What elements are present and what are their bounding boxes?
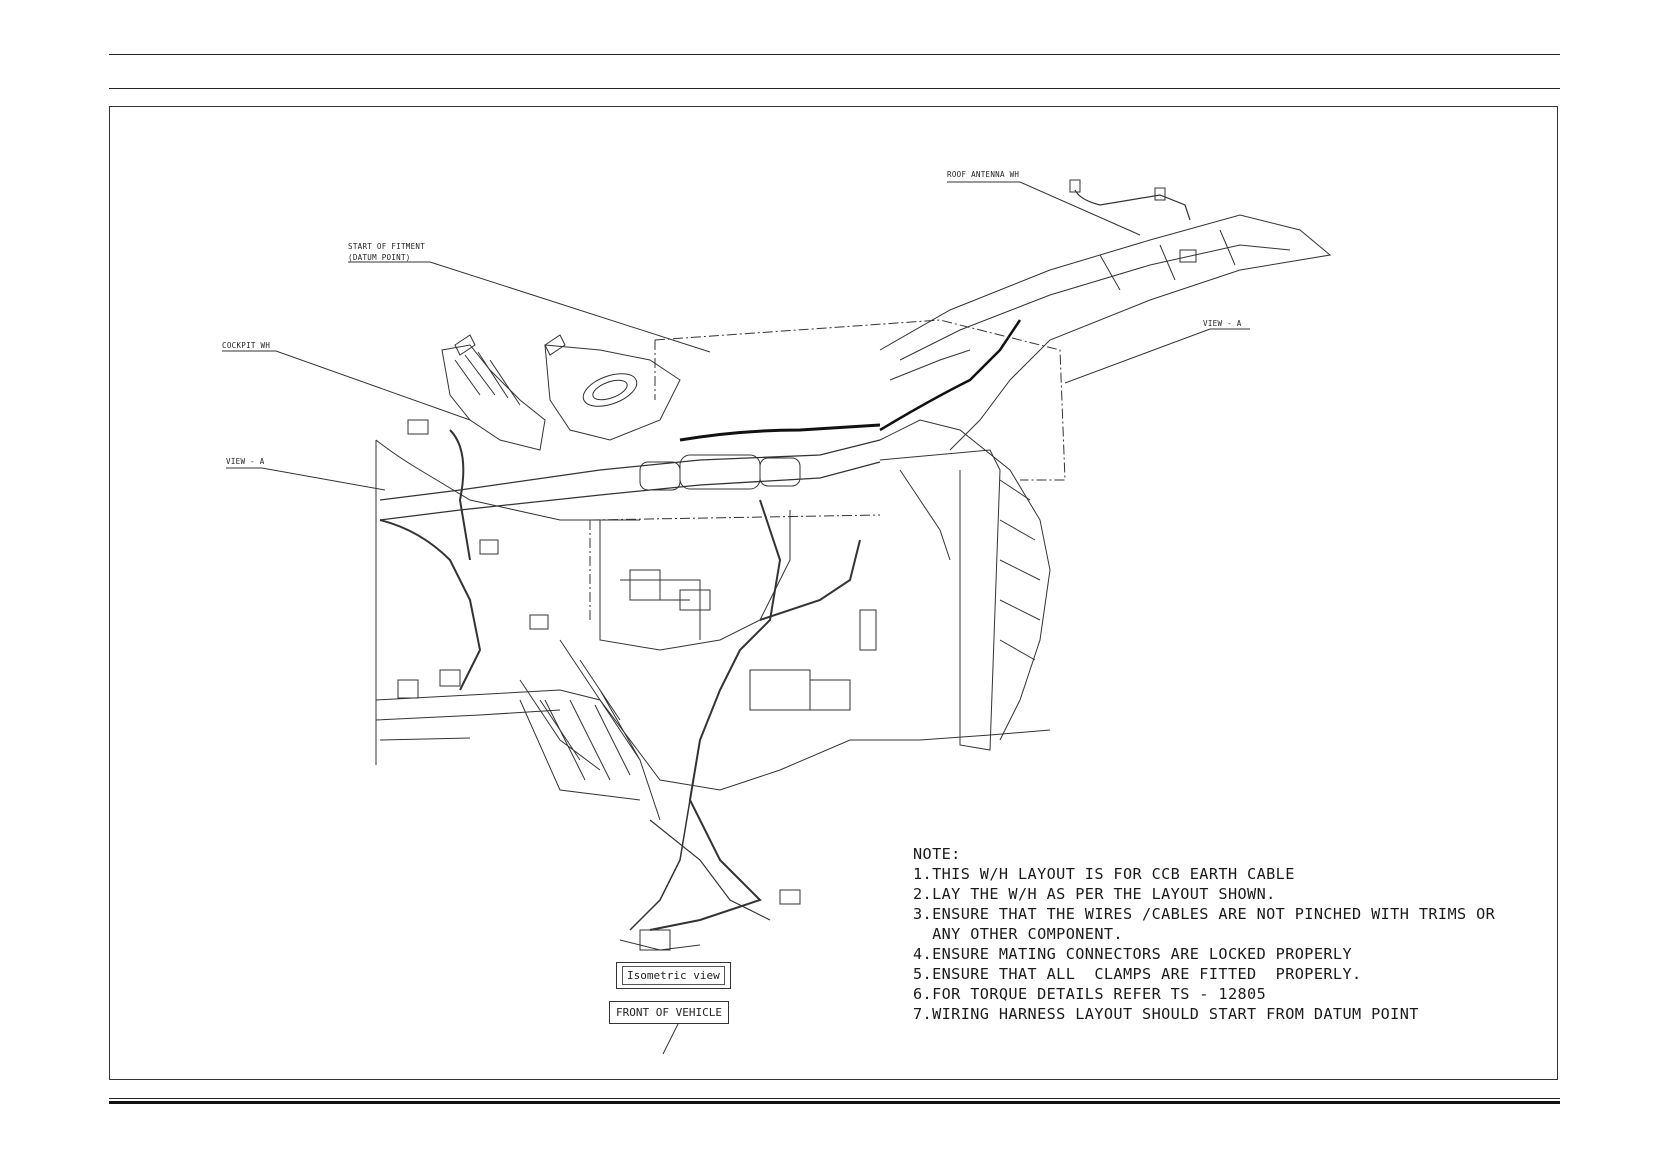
footer-rule-thin (109, 1098, 1560, 1099)
roof-trim (879, 214, 1332, 451)
note-item: 2.LAY THE W/H AS PER THE LAYOUT SHOWN. (913, 885, 1276, 903)
notes-heading: NOTE: (913, 845, 961, 863)
callout-start-fitment-line1: START OF FITMENT (348, 242, 426, 251)
dashboard-lower-edge (375, 689, 1051, 791)
cross-car-beam (379, 439, 881, 501)
header-rule-top (109, 54, 1560, 55)
callout-view-a-right: VIEW - A (1203, 319, 1242, 328)
leader-view-a-left (226, 467, 386, 491)
callout-cockpit: COCKPIT WH (222, 341, 271, 350)
leader-cockpit (222, 350, 471, 421)
note-item: 4.ENSURE MATING CONNECTORS ARE LOCKED PR… (913, 945, 1353, 963)
note-item: 1.THIS W/H LAYOUT IS FOR CCB EARTH CABLE (913, 865, 1295, 883)
harness-main (379, 519, 482, 691)
note-item: 6.FOR TORQUE DETAILS REFER TS - 12805 (913, 985, 1267, 1003)
callout-roof-antenna: ROOF ANTENNA WH (947, 170, 1020, 179)
note-item: 3.ENSURE THAT THE WIRES /CABLES ARE NOT … (913, 905, 1496, 923)
callout-start-fitment-line2: (DATUM POINT) (348, 253, 411, 262)
note-item: 5.ENSURE THAT ALL CLAMPS ARE FITTED PROP… (913, 965, 1362, 983)
header-rule-bottom (109, 88, 1560, 89)
leader-view-a-right (1064, 328, 1250, 384)
isometric-view-text: Isometric view (622, 966, 725, 985)
right-side-panel (879, 419, 1051, 741)
drawing-frame (109, 106, 1558, 1080)
leader-front-of-vehicle (662, 1023, 679, 1055)
note-item: 7.WIRING HARNESS LAYOUT SHOULD START FRO… (913, 1005, 1419, 1023)
note-item: ANY OTHER COMPONENT. (913, 925, 1123, 943)
callout-view-a-left: VIEW - A (226, 457, 265, 466)
front-of-vehicle-label: FRONT OF VEHICLE (609, 1001, 729, 1024)
leader-start-fitment (348, 261, 711, 353)
leader-roof-antenna (947, 181, 1141, 236)
notes-block: NOTE: 1.THIS W/H LAYOUT IS FOR CCB EARTH… (913, 844, 1495, 1024)
footer-rule-thick (109, 1101, 1560, 1104)
isometric-view-label: Isometric view (616, 962, 731, 989)
